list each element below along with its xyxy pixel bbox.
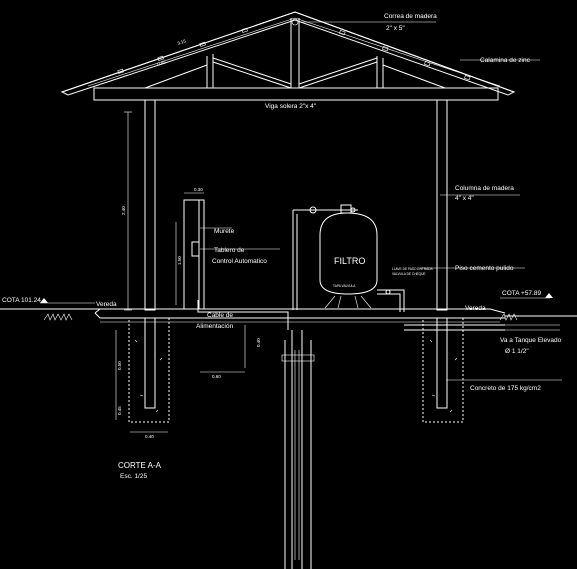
footings [115, 317, 464, 433]
dim-foot-bottom: 0.45 [117, 406, 122, 415]
label-cable-2: Alimentación [196, 323, 234, 330]
dim-foot-w: 0.40 [145, 434, 154, 439]
drawing-title: CORTE A-A [118, 461, 162, 470]
drawing-scale: Esc. 1/25 [120, 473, 147, 480]
label-vereda-left: Vereda [96, 301, 117, 308]
ground [0, 293, 577, 323]
label-murete: Murete [214, 228, 235, 235]
label-tanque-2: Ø 1 1/2" [505, 348, 529, 355]
label-cota-left: COTA 101.24 [2, 297, 41, 304]
dim-col-height: 2.40 [121, 206, 126, 215]
dim-cable-h: 0.40 [256, 338, 261, 347]
dim-murete-base: 0.60 [212, 374, 221, 379]
filter-tank [292, 204, 560, 331]
label-filtro-small: TAPA VALVULA [333, 284, 356, 288]
dim-roof-mid: 0.95 [157, 59, 167, 67]
dim-murete-h: 1.50 [177, 256, 182, 265]
label-cable-1: Cable de [207, 312, 233, 319]
label-correa-2: 2" x 5" [386, 25, 405, 32]
label-concreto: Concreto de 175 kg/cm2 [470, 385, 541, 392]
well [281, 330, 315, 569]
roof [60, 11, 516, 101]
label-filtro: FILTRO [334, 256, 365, 266]
label-columna-1: Columna de madera [455, 185, 514, 192]
label-tablero-1: Tablero de [214, 247, 245, 254]
label-vereda-right: Vereda [465, 305, 486, 312]
label-viga: Viga solera 2"x 4" [265, 103, 317, 110]
murete [175, 192, 289, 373]
label-tablero-2: Control Automatico [212, 258, 267, 265]
dim-murete-w: 0.30 [194, 187, 203, 192]
columns [124, 99, 448, 311]
label-valve-2: VALVULA DE CHEQUE [392, 272, 426, 276]
dim-foot-top: 0.50 [117, 361, 122, 370]
leaders [200, 21, 562, 381]
label-valve-1: LLAVE DE PASO ENTRADA [392, 267, 433, 271]
label-cota-right: COTA +57.89 [502, 290, 541, 297]
label-columna-2: 4" x 4" [455, 195, 474, 202]
label-correa-1: Correa de madera [384, 13, 437, 20]
label-tanque-1: Va a Tanque Elevado [500, 337, 562, 344]
label-calamina: Calamina de zinc [480, 57, 531, 64]
label-piso: Piso cemento pulido [455, 265, 514, 272]
dim-roof-top: 3.15 [177, 38, 187, 46]
